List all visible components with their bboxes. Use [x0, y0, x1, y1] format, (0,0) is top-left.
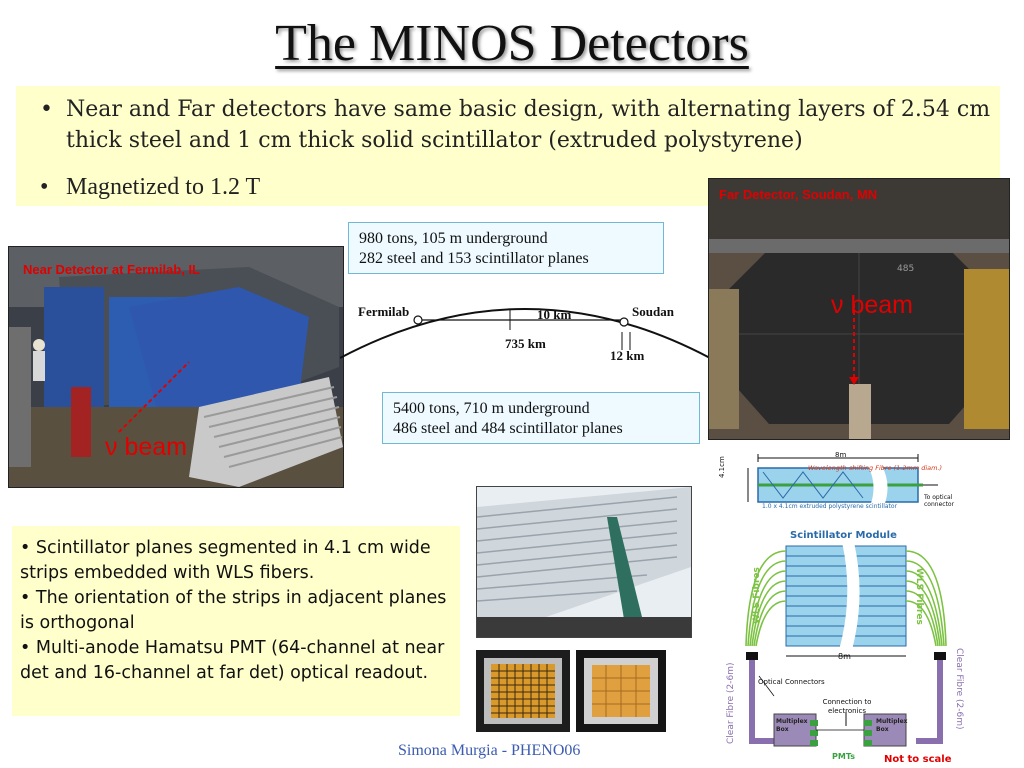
clear-fibre-left-label: Clear Fibre (2-6m)	[726, 662, 736, 744]
baseline-near-depth: 10 km	[537, 307, 572, 322]
strip-fibre-label: Wavelength-shifting Fibre (1.2mm diam.)	[808, 464, 943, 472]
bullet-text: Magnetized to 1.2 T	[66, 174, 261, 200]
near-detector-info: 5400 tons, 710 m underground 486 steel a…	[382, 392, 700, 444]
baseline-distance: 735 km	[505, 336, 546, 351]
strip-height: 4.1cm	[718, 456, 726, 478]
far-detector-photo: 485 Far Detector, Soudan, MN ν beam	[708, 178, 1010, 440]
connection-label: Connection to electronics	[822, 698, 872, 715]
far-detector-label: Far Detector, Soudan, MN	[719, 187, 878, 202]
strip-width: 8m	[835, 451, 847, 459]
pmt-16-image	[584, 658, 658, 724]
strip-scint-label: 1.0 x 4.1cm extruded polystyrene scintil…	[762, 503, 898, 510]
pmt-photo-64	[476, 650, 570, 732]
multiplex-box-right: Multiplex Box	[876, 718, 908, 733]
slide-title: The MINOS Detectors	[275, 15, 749, 72]
pmt-64-image	[484, 658, 562, 724]
strip-connector-label: To optical connector	[924, 494, 955, 508]
near-info-planes: 486 steel and 484 scintillator planes	[393, 420, 623, 437]
clear-fibre-right-label: Clear Fibre (2-6m)	[954, 648, 964, 730]
pmts-label: PMTs	[832, 752, 855, 761]
bullet-marker: •	[40, 174, 49, 200]
optical-connectors-label: Optical Connectors	[758, 678, 825, 686]
bottom-bullet-orthogonal: • The orientation of the strips in adjac…	[20, 588, 447, 633]
strip-diagram	[747, 454, 938, 506]
near-detector-label: Near Detector at Fermilab, IL	[23, 262, 200, 277]
far-info-planes: 282 steel and 153 scintillator planes	[359, 250, 589, 267]
baseline-far-depth: 12 km	[610, 348, 645, 363]
multiplex-box-left: Multiplex Box	[776, 718, 808, 733]
far-detector-info: 980 tons, 105 m underground 282 steel an…	[348, 222, 664, 274]
bottom-bullet-segmented: • Scintillator planes segmented in 4.1 c…	[20, 538, 431, 583]
module-title: Scintillator Module	[790, 530, 897, 541]
footer-author: Simona Murgia - PHENO06	[398, 742, 581, 759]
bottom-bullets-box: • Scintillator planes segmented in 4.1 c…	[12, 526, 460, 716]
baseline-diagram	[340, 308, 710, 359]
near-detector-photo: Near Detector at Fermilab, IL ν beam	[8, 246, 344, 488]
strip-image	[477, 487, 691, 637]
bottom-bullet-pmt: • Multi-anode Hamatsu PMT (64-channel at…	[20, 638, 445, 683]
near-beam-label: ν beam	[105, 433, 187, 461]
pmt-photo-16	[576, 650, 666, 732]
near-detector-image	[9, 247, 343, 487]
baseline-fermilab: Fermilab	[358, 304, 410, 319]
module-diagram	[745, 542, 947, 747]
far-beam-label: ν beam	[831, 291, 913, 319]
strip-photo	[476, 486, 692, 638]
module-width: 8m	[838, 652, 851, 661]
bullet-same-design: • Near and Far detectors have same basic…	[40, 94, 1016, 156]
not-to-scale-label: Not to scale	[884, 754, 952, 765]
far-plane-number: 485	[897, 264, 914, 274]
bullet-marker: •	[40, 97, 53, 122]
bullet-magnetized: • Magnetized to 1.2 T	[40, 172, 866, 203]
near-info-tons: 5400 tons, 710 m underground	[393, 400, 590, 417]
wls-left-label: WLS Fibres	[752, 567, 762, 624]
baseline-soudan: Soudan	[632, 304, 674, 319]
far-detector-image: 485	[709, 179, 1009, 439]
far-info-tons: 980 tons, 105 m underground	[359, 230, 548, 247]
top-bullets-box: • Near and Far detectors have same basic…	[16, 86, 1000, 206]
bullet-text: Near and Far detectors have same basic d…	[66, 97, 991, 153]
wls-right-label: WLS Fibres	[914, 568, 924, 625]
